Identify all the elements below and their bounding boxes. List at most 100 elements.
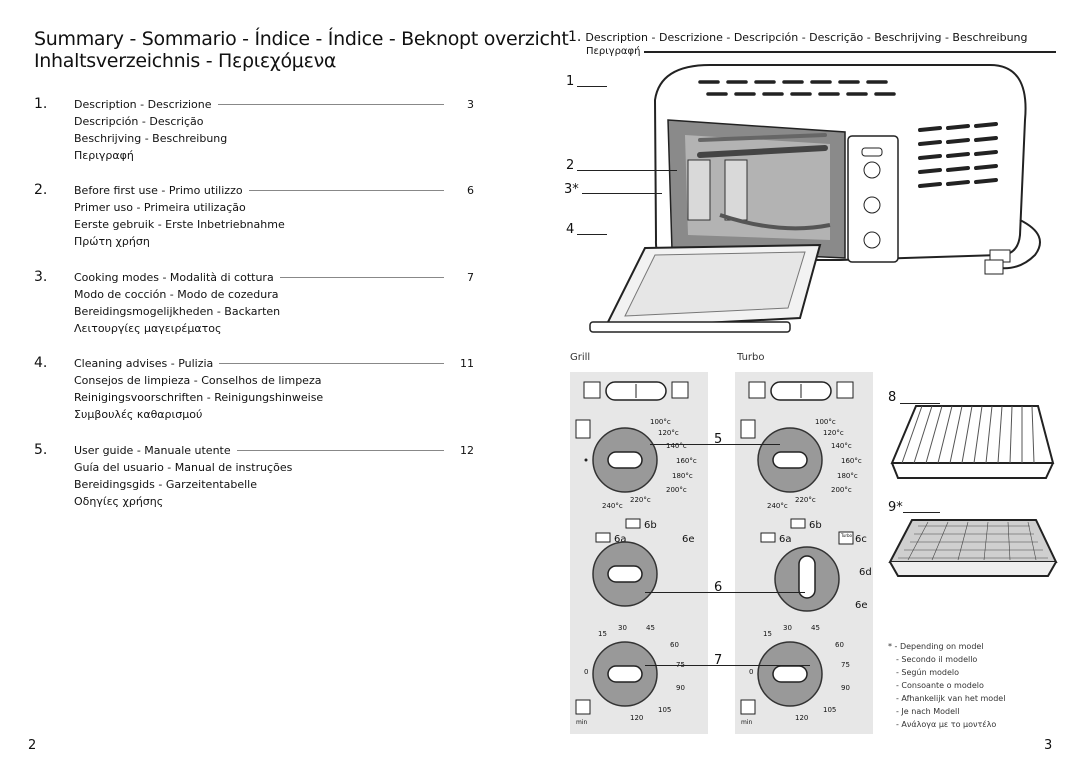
timer-label: 15 [763,630,772,638]
toc-entry-subtitle: Περιγραφή [74,149,134,162]
temp-label: 120°c [658,429,679,437]
temp-label: 160°c [841,457,862,465]
callout-7: 7 [714,653,723,668]
toc-entry-title: User guide - Manuale utente [74,444,231,457]
toc-page-number: 7 [467,271,474,284]
toc-entry-subtitle: Bereidingsmogelijkheden - Backarten [74,305,281,318]
heading-rule [644,50,1056,53]
footnote-line: - Je nach Modell [896,707,960,716]
toc-entry-subtitle: Descripción - Descrição [74,115,204,128]
heating-element [697,145,828,158]
timer-label: 30 [618,624,627,632]
page-number-left: 2 [28,738,37,753]
timer-label: 60 [835,641,844,649]
callout-8: 8 [888,390,897,405]
temperature-knob [863,161,881,179]
callout-line-4 [577,234,607,235]
callout-2: 2 [566,158,575,173]
timer-label: 15 [598,630,607,638]
toc-entry-number: 5. [34,442,48,458]
temperature-dial [584,427,658,493]
timer-label: 0 [584,668,588,676]
toc-page-number: 11 [460,357,474,370]
timer-label: 45 [811,624,820,632]
temp-label: 220°c [795,496,816,504]
toc-entry-number: 2. [34,182,48,198]
toc-entry-subtitle: Eerste gebruik - Erste Inbetriebnahme [74,218,285,231]
page-number-right: 3 [1044,738,1053,753]
callout-line-5 [650,444,780,445]
summary-title: Summary - Sommario - Índice - Índice - B… [34,28,569,72]
toc-entry-number: 4. [34,355,48,371]
footnote-line: - Según modelo [896,668,959,677]
timer-label: 75 [841,661,850,669]
heading-subtitle: Περιγραφή [586,46,641,57]
temp-label: 200°c [831,486,852,494]
mode-label-grill: Grill [570,352,591,363]
temp-label: 160°c [676,457,697,465]
timer-label: 120 [630,714,643,722]
toc-page-number: 12 [460,444,474,457]
timer-unit: min [576,719,588,726]
callout-3: 3* [564,182,579,197]
temp-label: 180°c [672,472,693,480]
toc-entry-title: Before first use - Primo utilizzo [74,184,243,197]
toc-entry-title: Description - Descrizione [74,98,212,111]
function-dial [774,546,840,612]
footnote-line: * - Depending on model [888,642,984,651]
temp-label: 140°c [666,442,687,450]
thermometer-icon [671,381,689,399]
heading-title: Description - Descrizione - Descripción … [585,31,1028,44]
temp-label: 200°c [666,486,687,494]
timer-dial [757,641,823,707]
function-label: 6a [614,534,627,545]
callout-line-8 [900,403,940,404]
callout-6: 6 [714,580,723,595]
grill-panel-art: 100°c 120°c 140°c 160°c 180°c 200°c 220°… [575,381,697,726]
callout-5: 5 [714,432,723,447]
toc-leader-line [279,277,444,278]
footnote-line: - Afhankelijk van het model [896,694,1006,703]
callout-line-6 [645,592,805,593]
timer-dial [592,641,658,707]
temp-label: 120°c [823,429,844,437]
footnote-line: - Ανάλογα με το μοντέλο [896,720,997,729]
mode-label-turbo: Turbo [737,352,765,363]
timer-label: 120 [795,714,808,722]
summary-title-line2: Inhaltsverzeichnis - Περιεχόμενα [34,50,337,72]
toc-entry-subtitle: Λειτουργίες μαγειρέματος [74,322,222,335]
toc-entry-subtitle: Οδηγίες χρήσης [74,495,164,508]
summary-title-line1: Summary - Sommario - Índice - Índice - B… [34,28,569,50]
toc-leader-line [248,190,444,191]
toc-entry-title: Cooking modes - Modalità di cottura [74,271,274,284]
timer-label: 0 [749,668,753,676]
callout-line-7 [645,665,810,666]
turbo-panel-art: 100°c 120°c 140°c 160°c 180°c 200°c 220°… [740,381,872,726]
clock-icon [748,381,766,399]
toc-entry-number: 1. [34,96,48,112]
timer-label: 90 [841,684,850,692]
temp-label: 100°c [815,418,836,426]
toc-leader-line [217,104,444,105]
temp-label: 220°c [630,496,651,504]
toc-entry-subtitle: Bereidingsgids - Garzeitentabelle [74,478,257,491]
callout-9: 9* [888,500,903,515]
temp-label: 100°c [650,418,671,426]
function-label: 6c [855,534,867,545]
temperature-dial [757,427,823,493]
model-footnote: * - Depending on model - Secondo il mode… [888,640,1068,731]
toc-page-number: 6 [467,184,474,197]
function-label: 6a [779,534,792,545]
function-dial [592,541,658,607]
timer-label: 30 [783,624,792,632]
toc-entry-subtitle: Beschrijving - Beschreibung [74,132,228,145]
baking-tray [888,519,1058,577]
door-handle [589,321,791,333]
vent-slots [698,80,896,96]
function-label: 6e [855,600,868,611]
thermometer-icon [575,419,591,439]
toc-entry-subtitle: Reinigingsvoorschriften - Reinigungshinw… [74,391,324,404]
timer-label: 105 [823,706,836,714]
function-knob [863,196,881,214]
toc-entry-subtitle: Guía del usuario - Manual de instruções [74,461,293,474]
